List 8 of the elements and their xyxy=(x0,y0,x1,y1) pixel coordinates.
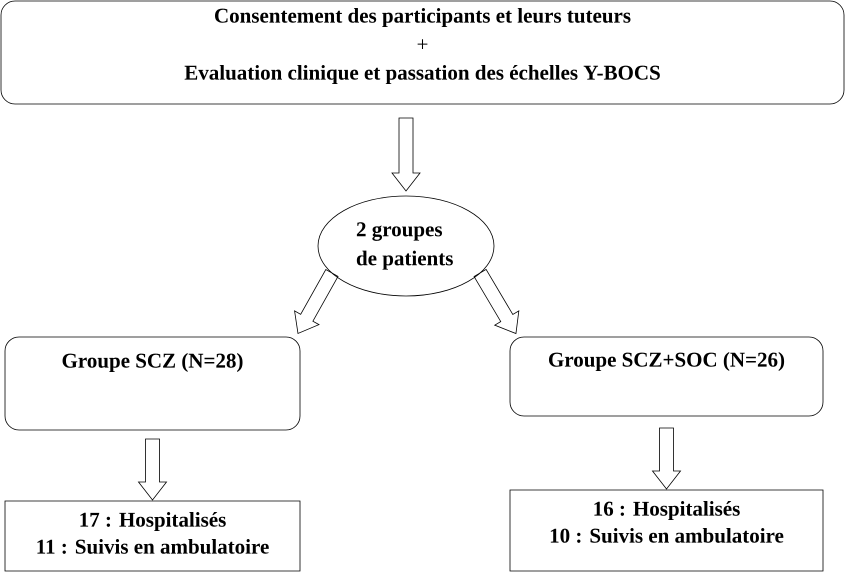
arrow xyxy=(138,438,168,501)
arrow xyxy=(391,118,421,192)
rounded-box: Groupe SCZ+SOC (N=26) xyxy=(510,336,824,416)
rounded-box: Consentement des participants et leurs tuteurs + Evaluation clinique et passation des échelles Y-BOCS xyxy=(0,0,844,104)
rounded-box: Groupe SCZ (N=28) xyxy=(4,336,300,430)
arrow xyxy=(652,428,682,490)
box: 17 : Hospitalisés 11 : Suivis en ambulatoire xyxy=(4,500,300,572)
box: 16 : Hospitalisés 10 : Suivis en ambulatoire xyxy=(510,490,824,572)
